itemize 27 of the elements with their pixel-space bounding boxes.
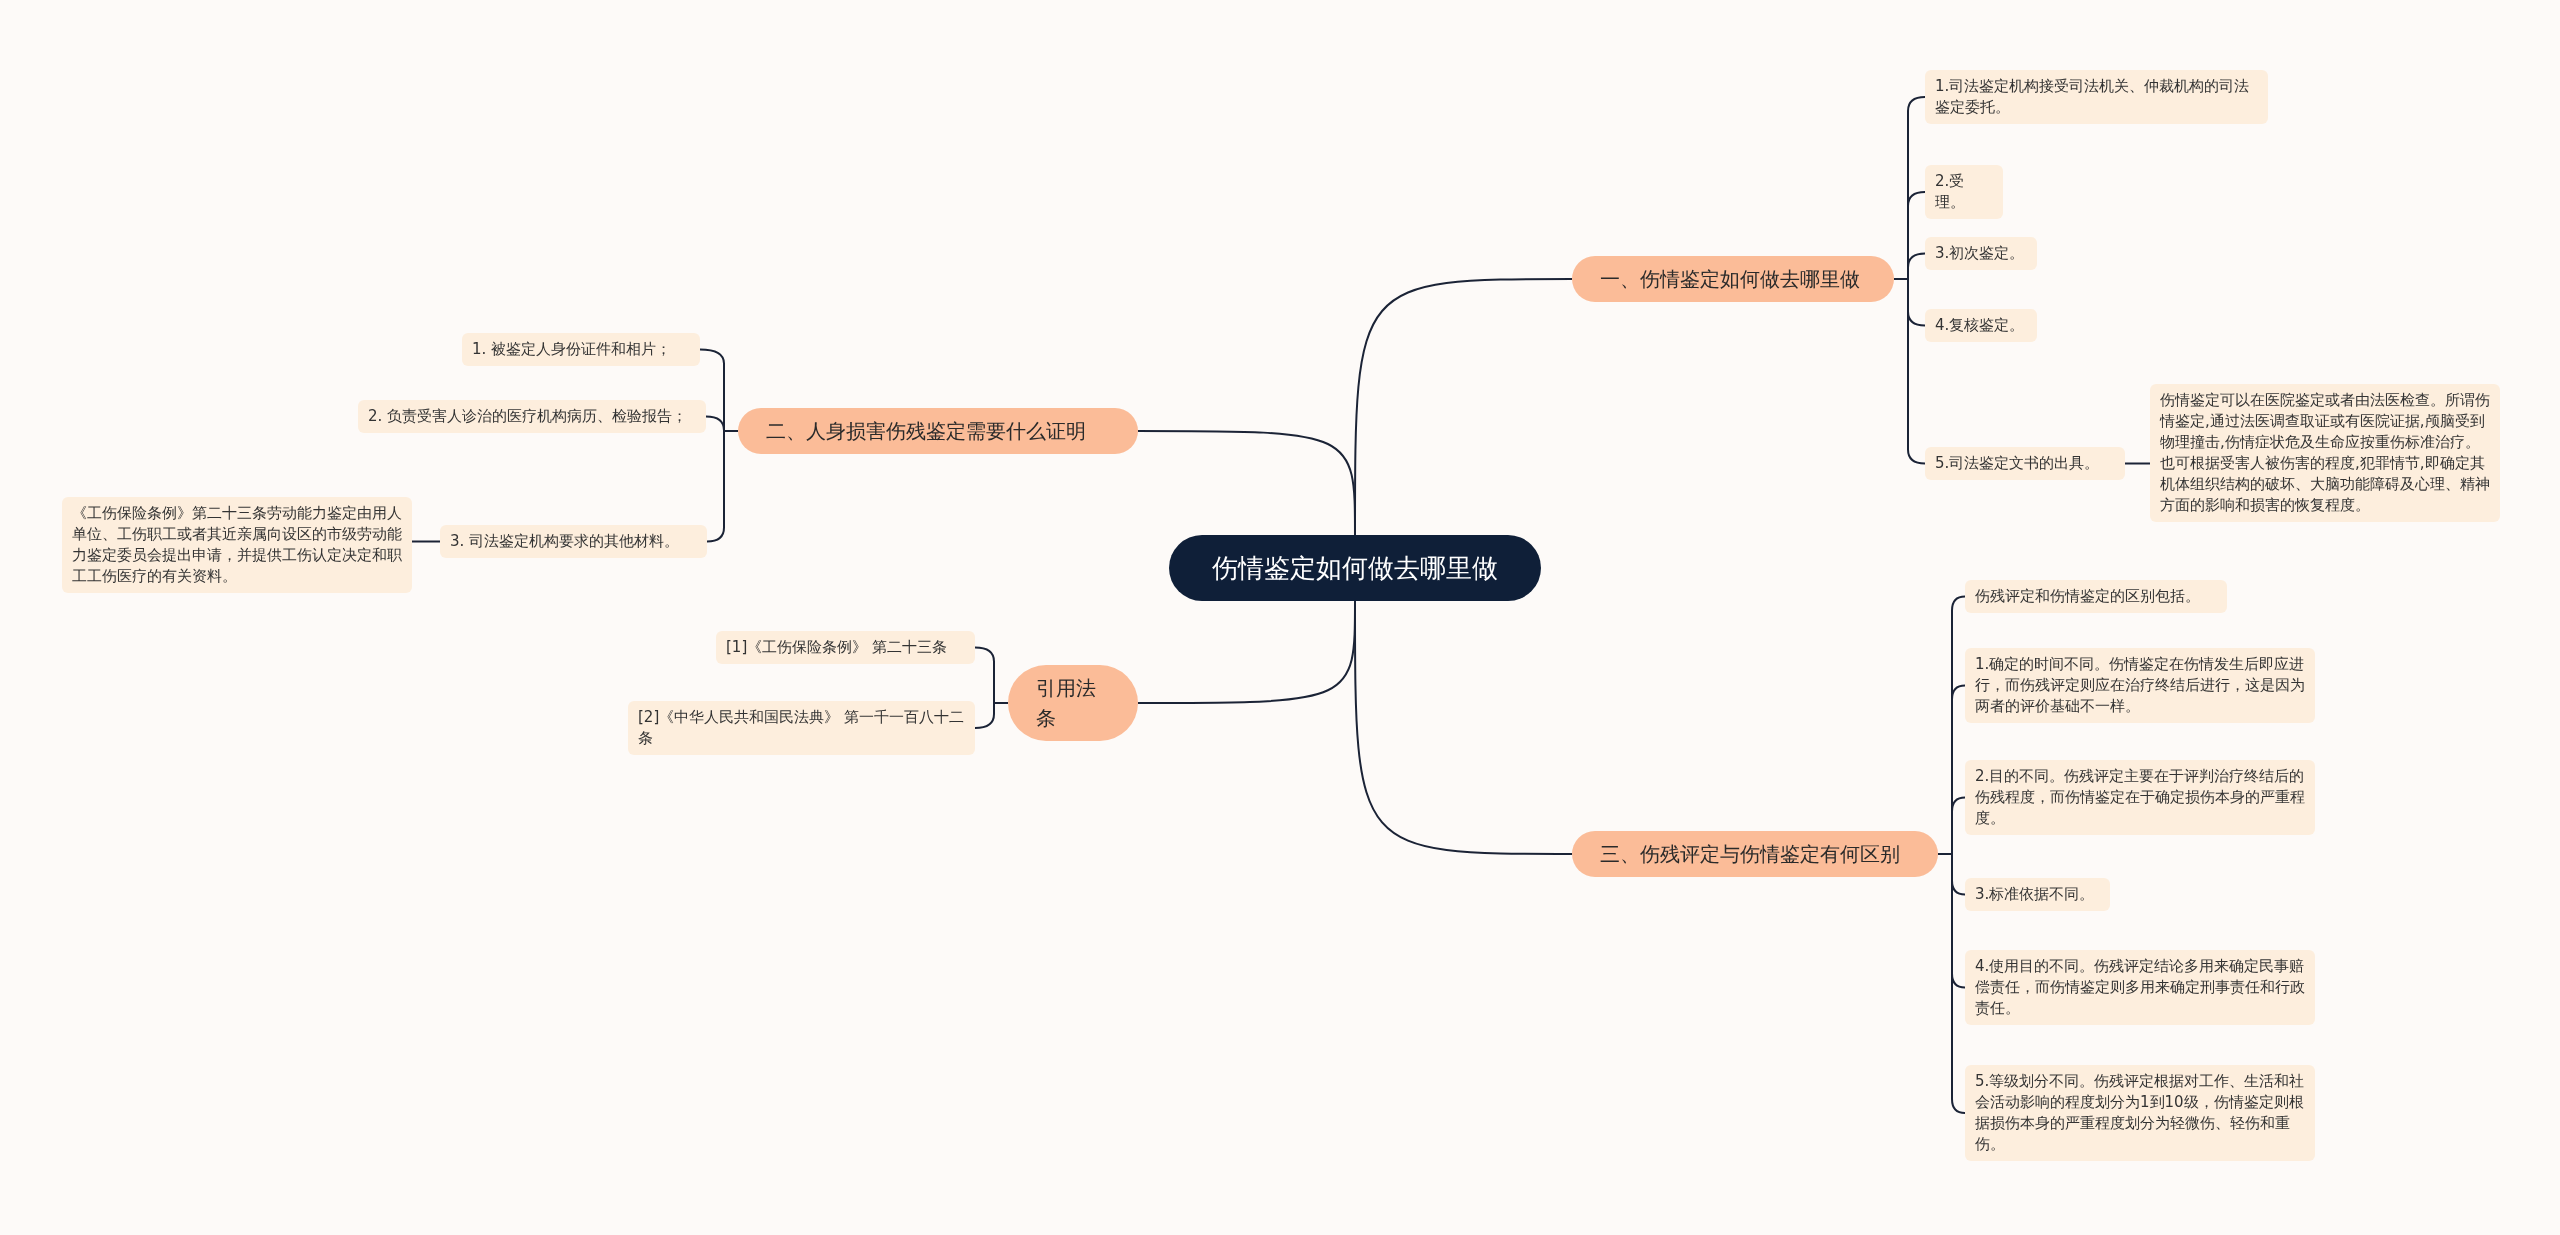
subtopic-card: 《工伤保险条例》第二十三条劳动能力鉴定由用人单位、工伤职工或者其近亲属向设区的市级劳动能力鉴定委员会提出申请，并提供工伤认定决定和职工工伤医疗的有关资料。 [62, 497, 412, 593]
branch-topic: 二、人身损害伤残鉴定需要什么证明 [738, 408, 1138, 454]
subtopic-card: 4.使用目的不同。伤残评定结论多用来确定民事赔偿责任，而伤情鉴定则多用来确定刑事责任和行政责任。 [1965, 950, 2315, 1025]
subtopic-card: 伤情鉴定可以在医院鉴定或者由法医检查。所谓伤情鉴定,通过法医调查取证或有医院证据,颅脑受到物理撞击,伤情症状危及生命应按重伤标准治疗。也可根据受害人被伤害的程度,犯罪情节,即确定其机体组织结构的破坏、大脑功能障碍及心理、精神方面的影响和损害的恢复程度。 [2150, 384, 2500, 522]
subtopic-card: [2]《中华人民共和国民法典》 第一千一百八十二条 [628, 701, 975, 755]
subtopic-card: 3.标准依据不同。 [1965, 878, 2110, 911]
branch-topic: 一、伤情鉴定如何做去哪里做 [1572, 256, 1894, 302]
subtopic-card: 3. 司法鉴定机构要求的其他材料。 [440, 525, 707, 558]
subtopic-card: 3.初次鉴定。 [1925, 237, 2037, 270]
subtopic-card: 伤残评定和伤情鉴定的区别包括。 [1965, 580, 2227, 613]
branch-topic: 引用法条 [1008, 665, 1138, 741]
subtopic-card: 4.复核鉴定。 [1925, 309, 2037, 342]
connector [974, 702, 1009, 729]
subtopic-card: [1]《工伤保险条例》 第二十三条 [716, 631, 975, 664]
subtopic-card: 2.目的不同。伤残评定主要在于评判治疗终结后的伤残程度，而伤情鉴定在于确定损伤本身的严重程度。 [1965, 760, 2315, 835]
subtopic-card: 2. 负责受害人诊治的医疗机构病历、检验报告； [358, 400, 706, 433]
connector [1137, 430, 1356, 536]
subtopic-card: 1.司法鉴定机构接受司法机关、仲裁机构的司法鉴定委托。 [1925, 70, 2268, 124]
subtopic-card: 2.受理。 [1925, 165, 2003, 219]
branch-topic: 三、伤残评定与伤情鉴定有何区别 [1572, 831, 1938, 877]
subtopic-card: 5.司法鉴定文书的出具。 [1925, 447, 2125, 480]
connector [2124, 462, 2151, 465]
subtopic-card: 5.等级划分不同。伤残评定根据对工作、生活和社会活动影响的程度划分为1到10级，伤情鉴定则根据损伤本身的严重程度划分为轻微伤、轻伤和重伤。 [1965, 1065, 2315, 1161]
subtopic-card: 1. 被鉴定人身份证件和相片； [462, 333, 700, 366]
connector [411, 540, 441, 543]
subtopic-card: 1.确定的时间不同。伤情鉴定在伤情发生后即应进行，而伤残评定则应在治疗终结后进行，这是因为两者的评价基础不一样。 [1965, 648, 2315, 723]
central-topic: 伤情鉴定如何做去哪里做 [1169, 535, 1541, 601]
